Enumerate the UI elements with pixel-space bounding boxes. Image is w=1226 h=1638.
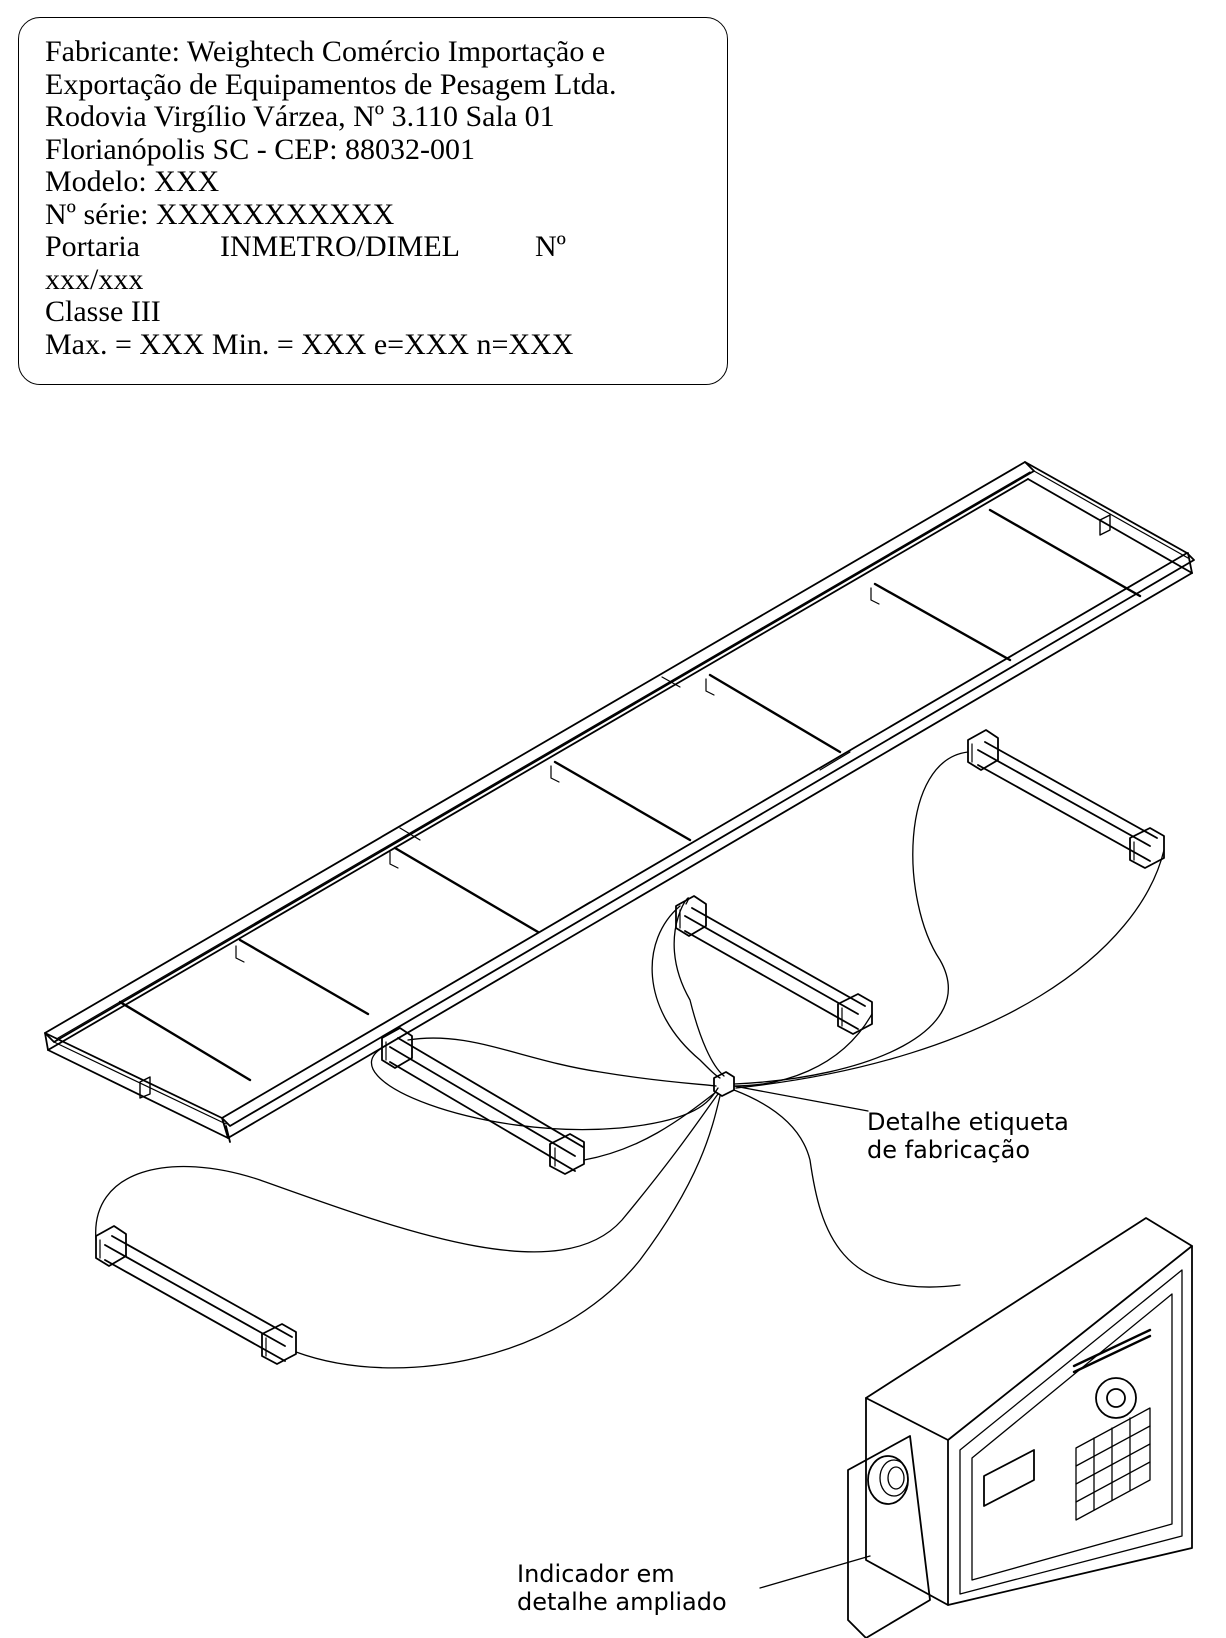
label-detail-line-2: de fabricação xyxy=(867,1136,1031,1164)
model-line: Modelo: XXX xyxy=(45,165,220,198)
nameplate-label: Fabricante: Weightech Comércio Importaçã… xyxy=(18,17,728,385)
load-cell-bar-2 xyxy=(95,1225,297,1365)
load-cell-cables xyxy=(95,751,1165,1369)
load-cell-bar-1 xyxy=(381,1027,585,1175)
portaria-number: xxx/xxx xyxy=(45,262,144,296)
load-cell-bar-3 xyxy=(675,895,873,1035)
label-detail-callout: Detalhe etiqueta de fabricação xyxy=(867,1108,1069,1164)
portaria-agency: INMETRO/DIMEL xyxy=(220,230,460,263)
indicator-keypad xyxy=(1075,1407,1151,1521)
portaria-number-label: Nº xyxy=(535,230,566,263)
load-cell-bar-4 xyxy=(967,729,1165,869)
navigation-keys xyxy=(1095,1377,1137,1419)
portaria-word: Portaria xyxy=(45,230,140,263)
company-line: Exportação de Equipamentos de Pesagem Lt… xyxy=(45,67,617,101)
portaria-line: Portaria INMETRO/DIMEL Nº xyxy=(45,230,575,264)
label-detail-line-1: Detalhe etiqueta xyxy=(867,1108,1069,1136)
capacity-line: Max. = XXX Min. = XXX e=XXX n=XXX xyxy=(45,327,574,361)
indicator-callout-line-1: Indicador em xyxy=(517,1560,675,1588)
city-line: Florianópolis SC - CEP: 88032-001 xyxy=(45,132,476,166)
indicator-leader-line xyxy=(759,1555,871,1589)
display-window xyxy=(983,1449,1035,1507)
indicator-stand xyxy=(847,1435,931,1638)
indicator-callout-line-2: detalhe ampliado xyxy=(517,1588,727,1616)
manufacturer-line: Fabricante: Weightech Comércio Importaçã… xyxy=(45,35,606,68)
address-line: Rodovia Virgílio Várzea, Nº 3.110 Sala 0… xyxy=(45,100,555,133)
serial-line: Nº série: XXXXXXXXXXX xyxy=(45,197,395,231)
indicator-housing xyxy=(847,1217,1193,1638)
indicator-callout: Indicador em detalhe ampliado xyxy=(517,1560,727,1616)
class-line: Classe III xyxy=(45,295,161,328)
platform-frame xyxy=(44,461,1195,1143)
